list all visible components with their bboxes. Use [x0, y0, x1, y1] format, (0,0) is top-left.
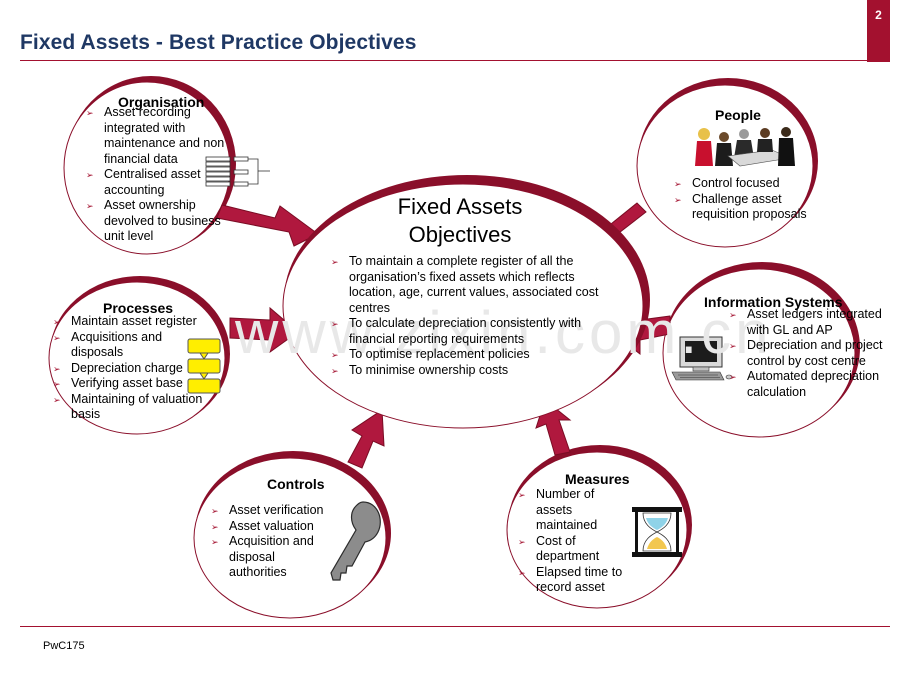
list-item: To maintain a complete register of all t… [330, 254, 612, 316]
list-item: Maintain asset register [52, 314, 217, 330]
list-item: Maintaining of valuation basis [52, 392, 221, 423]
list-item: Cost of department [517, 534, 631, 565]
center-title-line1: Fixed Assets [397, 194, 523, 219]
meeting-people-icon [695, 127, 795, 167]
list-item: Number of assets maintained [517, 487, 621, 534]
list-item: Centralised asset accounting [85, 167, 214, 198]
computer-icon [671, 336, 733, 381]
list-item: Verifying asset base [52, 376, 217, 392]
center-title: Fixed Assets Objectives [360, 193, 560, 249]
list-item: To calculate depreciation consistently w… [330, 316, 611, 347]
footer-code: PwC175 [43, 640, 85, 652]
measures-title: Measures [565, 471, 630, 487]
list-item: Depreciation and project control by cost… [728, 338, 892, 369]
list-item: Elapsed time to record asset [517, 565, 632, 596]
processes-bullets: Maintain asset register Acquisitions and… [52, 314, 217, 423]
arrow-controls [347, 409, 385, 469]
page-title: Fixed Assets - Best Practice Objectives [20, 31, 417, 54]
list-item: Automated depreciation calculation [728, 369, 886, 400]
page-number: 2 [867, 0, 890, 62]
list-item: Asset recording integrated with maintena… [85, 105, 230, 167]
list-item: Control focused [673, 176, 823, 192]
list-item: Asset ownership devolved to business uni… [85, 198, 234, 245]
processes-title: Processes [103, 300, 174, 316]
list-item: Asset verification [210, 503, 330, 519]
list-item: Asset valuation [210, 519, 330, 535]
information-systems-bullets: Asset ledgers integrated with GL and AP … [728, 307, 886, 400]
information-systems-title: Information Systems [704, 294, 843, 310]
hourglass-icon [632, 507, 682, 557]
title-divider [20, 60, 890, 61]
center-title-line2: Objectives [408, 222, 512, 247]
arrow-processes [229, 306, 299, 353]
list-item: To optimise replacement policies [330, 347, 612, 363]
controls-title: Controls [267, 476, 325, 492]
key-icon [330, 501, 381, 581]
measures-bullets: Number of assets maintained Cost of depa… [517, 487, 632, 596]
list-item: To minimise ownership costs [330, 363, 612, 379]
controls-bullets: Asset verification Asset valuation Acqui… [210, 503, 330, 581]
list-item: Challenge asset requisition proposals [673, 192, 823, 223]
footer-divider [20, 626, 890, 627]
organisation-bullets: Asset recording integrated with maintena… [85, 105, 230, 245]
center-bullets: To maintain a complete register of all t… [330, 254, 612, 378]
list-item: Acquisition and disposal authorities [210, 534, 329, 581]
people-bullets: Control focused Challenge asset requisit… [673, 176, 823, 223]
list-item: Depreciation charge [52, 361, 217, 377]
list-item: Asset ledgers integrated with GL and AP [728, 307, 887, 338]
people-title: People [715, 107, 761, 123]
list-item: Acquisitions and disposals [52, 330, 181, 361]
